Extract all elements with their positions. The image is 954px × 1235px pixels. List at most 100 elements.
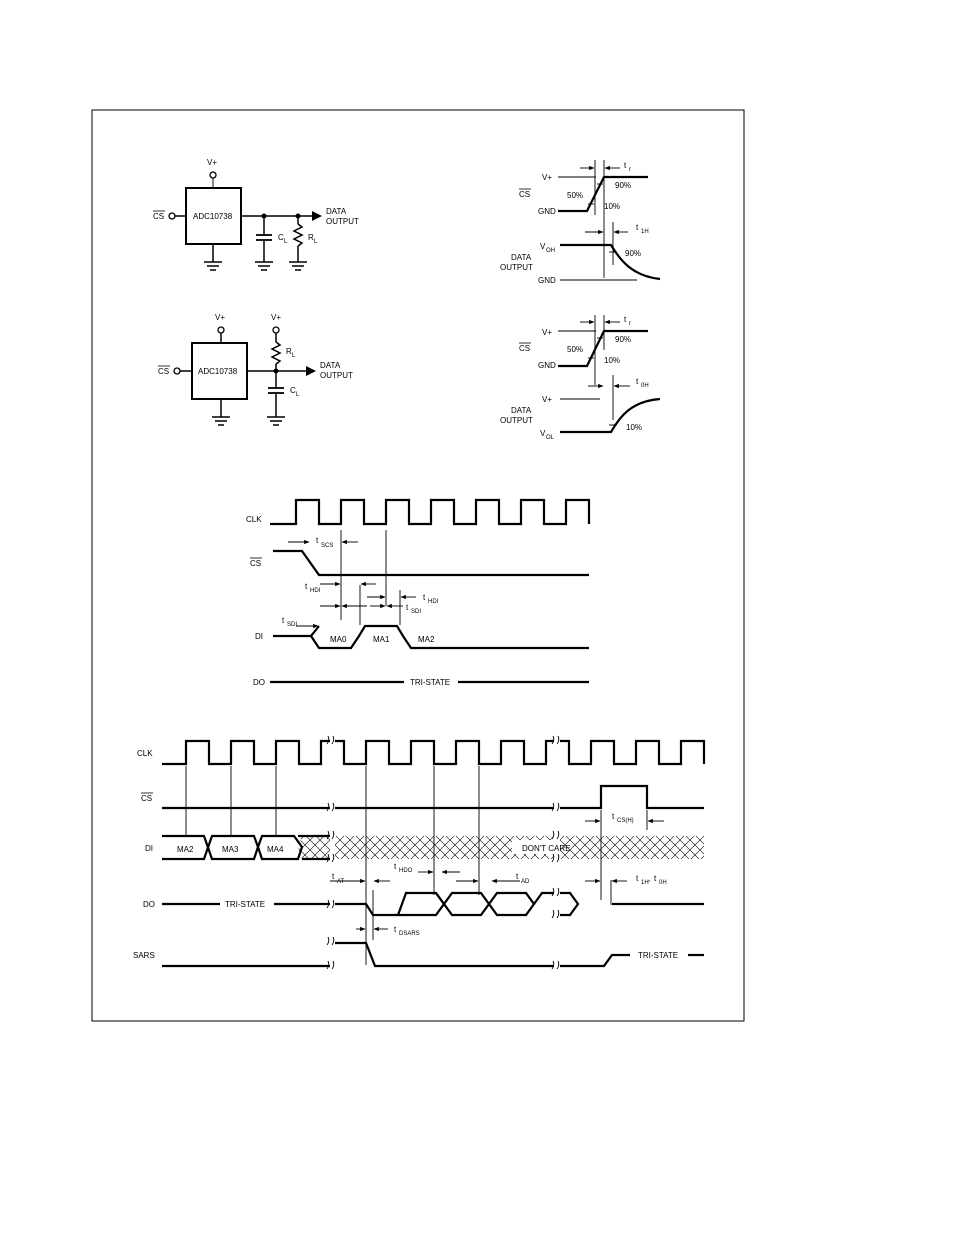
signal-label: C: [278, 233, 284, 242]
signal-label: t: [636, 223, 639, 232]
signal-label: TRI-STATE: [410, 678, 450, 687]
resistor-symbol: [292, 223, 304, 247]
vplus-terminal: [209, 171, 217, 179]
signal-label: t: [516, 872, 519, 881]
timing-subscript: 0H: [641, 383, 649, 389]
timing-subscript: L: [292, 353, 296, 359]
signal-label: t: [423, 593, 426, 602]
signal-label: t: [394, 925, 397, 934]
cs-terminal: [168, 212, 176, 220]
signal-label: CS: [519, 190, 530, 199]
timing-subscript: HDI: [428, 599, 439, 605]
timing-subscript: DSARS: [399, 931, 420, 937]
signal-label: CLK: [137, 749, 153, 758]
signal-label: SARS: [133, 951, 155, 960]
signal-label: V: [540, 429, 546, 438]
signal-label: CS: [519, 344, 530, 353]
signal-label: t: [612, 812, 615, 821]
signal-label: CS: [250, 559, 261, 568]
signal-label: 90%: [625, 249, 641, 258]
signal-label: t: [624, 161, 627, 170]
timing-subscript: SDI: [287, 622, 297, 628]
signal-label: t: [394, 862, 397, 871]
signal-label: MA2: [418, 635, 435, 644]
signal-label: DON'T CARE: [522, 844, 571, 853]
signal-label: C: [290, 386, 296, 395]
timing-subscript: HDI: [310, 588, 321, 594]
signal-label: t: [636, 377, 639, 386]
di-label: DI: [255, 632, 263, 641]
signal-label: MA1: [373, 635, 390, 644]
signal-label: R: [308, 233, 314, 242]
timing-subscript: AT: [337, 879, 345, 885]
signal-label: t: [654, 874, 657, 883]
clk-label: CLK: [246, 515, 262, 524]
signal-label: t: [636, 874, 639, 883]
signal-label: t: [282, 616, 285, 625]
timing-subscript: AD: [521, 879, 530, 885]
signal-label: V+: [271, 313, 281, 322]
signal-label: DO: [143, 900, 155, 909]
timing-subscript: 1H: [641, 880, 649, 886]
signal-label: OUTPUT: [320, 371, 353, 380]
signal-label: DI: [145, 844, 153, 853]
timing-diagram-2: CLK CS: [133, 735, 706, 970]
signal-label: t: [624, 315, 627, 324]
signal-label: 50%: [567, 345, 583, 354]
signal-label: MA2: [177, 845, 194, 854]
signal-label: t: [406, 603, 409, 612]
signal-label: 90%: [615, 181, 631, 190]
timing-subscript: r: [629, 321, 631, 327]
timing-subscript: L: [314, 239, 318, 245]
signal-label: V: [540, 242, 546, 251]
signal-label: 50%: [567, 191, 583, 200]
output-arrow: [312, 211, 322, 221]
signal-label: t: [316, 536, 319, 545]
signal-label: 90%: [615, 335, 631, 344]
timing-subscript: SDI: [411, 609, 421, 615]
signal-label: 10%: [626, 423, 642, 432]
do-label: DO: [253, 678, 265, 687]
timing-subscript: r: [629, 167, 631, 173]
timing-subscript: OL: [546, 435, 555, 441]
vplus-label: V+: [207, 158, 217, 167]
signal-label: 10%: [604, 356, 620, 365]
timing-subscript: HDO: [399, 868, 413, 874]
timing-subscript: SCS: [321, 543, 333, 549]
signal-label: V+: [542, 328, 552, 337]
signal-label: GND: [538, 361, 556, 370]
timing-subscript: 1H: [641, 229, 649, 235]
signal-label: V+: [542, 173, 552, 182]
signal-label: GND: [538, 207, 556, 216]
timing-subscript: L: [284, 239, 288, 245]
signal-label: V+: [542, 395, 552, 404]
timing-subscript: 0H: [659, 880, 667, 886]
ground-symbol: [204, 261, 222, 271]
signal-label: OUTPUT: [326, 217, 359, 226]
signal-label: DATA: [320, 361, 341, 370]
timing-subscript: OH: [546, 248, 555, 254]
signal-label: TRI-STATE: [638, 951, 678, 960]
signal-label: R: [286, 347, 292, 356]
timing-subscript: L: [296, 392, 300, 398]
signal-label: MA0: [330, 635, 347, 644]
signal-label: MA4: [267, 845, 284, 854]
signal-label: DATA: [511, 406, 532, 415]
signal-label: DATA: [511, 253, 532, 262]
timing-subscript: CS(H): [617, 818, 634, 824]
signal-label: ADC10738: [198, 367, 238, 376]
signal-label: ,: [648, 874, 650, 883]
signal-label: CS: [141, 794, 152, 803]
chip-label: ADC10738: [193, 212, 233, 221]
signal-label: t: [332, 872, 335, 881]
signal-label: MA3: [222, 845, 239, 854]
cs-label: CS: [153, 212, 164, 221]
figure-frame: [91, 109, 745, 1022]
signal-label: t: [305, 582, 308, 591]
